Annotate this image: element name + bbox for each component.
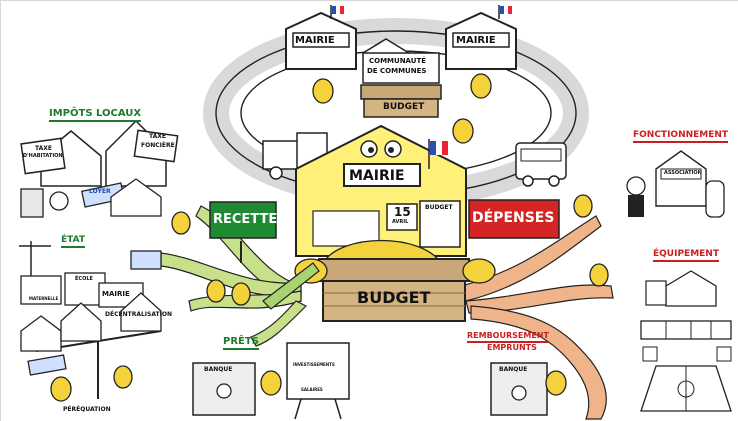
- label-calendar-day: 15: [394, 205, 411, 219]
- mairie-house-top-left: [285, 5, 357, 70]
- budget-basket-center: [262, 239, 496, 322]
- label-remboursement-2: EMPRUNTS: [487, 343, 537, 352]
- label-banque-left: BANQUE: [204, 366, 233, 373]
- mairie-house-top-right: [445, 5, 517, 70]
- label-communaute-2: DE COMMUNES: [367, 67, 427, 75]
- bus-icon: [515, 142, 567, 187]
- mairie-house-center: [295, 124, 467, 257]
- money-bag-icon: [470, 73, 492, 99]
- flag-icon: [430, 141, 436, 155]
- flag-icon: [500, 6, 504, 14]
- depenses-sign: [468, 199, 560, 239]
- money-bag-icon: [260, 370, 282, 396]
- label-mairie-top-left: MAIRIE: [295, 35, 335, 46]
- label-mairie-etat: MAIRIE: [102, 290, 130, 298]
- money-bag-icon: [206, 279, 226, 303]
- money-bag-icon: [545, 370, 567, 396]
- label-maternelle: MATERNELLE: [29, 296, 59, 301]
- calculator-icon: [20, 188, 44, 218]
- label-mairie-center: MAIRIE: [349, 168, 405, 184]
- label-fonctionnement: FONCTIONNEMENT: [633, 130, 729, 143]
- recettes-sign: [209, 201, 277, 263]
- label-taxe-hab-2: D'HABITATION: [23, 153, 63, 159]
- money-bag-icon: [113, 365, 133, 389]
- equipement-group: [640, 270, 732, 412]
- label-calendar-month: AVRIL: [392, 219, 409, 225]
- label-decentralisation: DÉCENTRALISATION: [105, 311, 172, 318]
- fonctionnement-group: [626, 150, 725, 218]
- label-depenses: DÉPENSES: [472, 210, 555, 226]
- label-prets: PRÊTS: [223, 336, 259, 350]
- label-taxe-fon-1: TAXE: [149, 133, 166, 140]
- label-mairie-top-right: MAIRIE: [456, 35, 496, 46]
- communaute-basket: [360, 38, 442, 118]
- label-communaute-1: COMMUNAUTÉ: [369, 57, 427, 65]
- label-loyer: LOYER: [89, 188, 111, 195]
- money-bag-icon: [231, 282, 251, 306]
- label-remboursement-1: REMBOURSEMENT: [467, 331, 549, 343]
- remboursement-group: [490, 362, 567, 416]
- label-equipement: ÉQUIPEMENT: [653, 249, 719, 262]
- money-bag-icon: [589, 263, 609, 287]
- label-salaires: SALAIRES: [301, 387, 323, 392]
- label-investissements: INVESTISSEMENTS: [293, 362, 335, 367]
- prets-group: [192, 342, 350, 420]
- impots-locaux-group: [20, 119, 179, 218]
- label-etat: ÉTAT: [61, 235, 85, 248]
- money-bag-icon: [50, 376, 72, 402]
- label-budget-center: BUDGET: [357, 288, 431, 307]
- money-bag-icon: [573, 194, 593, 218]
- label-taxe-fon-2: FONCIÈRE: [141, 142, 175, 149]
- label-budget-top: BUDGET: [383, 102, 425, 112]
- label-ecole: ÉCOLE: [75, 276, 93, 282]
- label-recettes: RECETTES: [213, 212, 287, 227]
- label-budget-sign: BUDGET: [425, 204, 453, 211]
- money-bag-icon: [312, 78, 334, 104]
- label-perequation: PÉRÉQUATION: [63, 406, 111, 413]
- orange-roots: [460, 215, 614, 420]
- label-association: ASSOCIATION: [664, 170, 702, 176]
- label-taxe-hab-1: TAXE: [35, 145, 52, 152]
- money-bag-icon: [171, 211, 191, 235]
- money-bag-icon: [452, 118, 474, 144]
- label-impots-locaux: IMPÔTS LOCAUX: [49, 108, 142, 122]
- perequation-balance: [20, 292, 162, 402]
- label-banque-right: BANQUE: [499, 366, 528, 373]
